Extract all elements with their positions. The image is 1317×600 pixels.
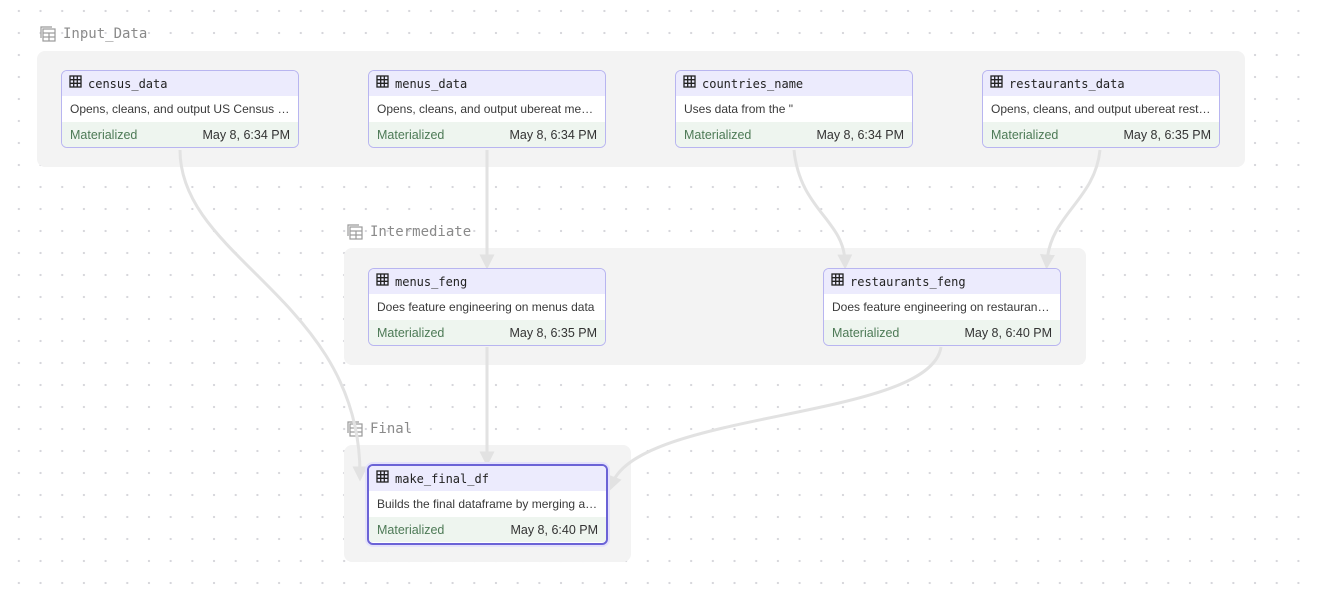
node-title: restaurants_data (1009, 76, 1125, 91)
status-label: Materialized (684, 127, 752, 142)
asset-group-icon (346, 223, 364, 241)
timestamp[interactable]: May 8, 6:40 PM (510, 522, 598, 537)
node-footer: Materialized May 8, 6:40 PM (824, 320, 1060, 345)
node-header: menus_feng (369, 269, 605, 294)
node-title: make_final_df (395, 471, 489, 486)
timestamp[interactable]: May 8, 6:35 PM (509, 325, 597, 340)
status-label: Materialized (377, 522, 445, 537)
edge-census-to-final (178, 149, 368, 482)
edge-countries-to-restaurants-feng (792, 149, 853, 270)
node-title: menus_data (395, 76, 468, 91)
node-footer: Materialized May 8, 6:34 PM (62, 122, 298, 147)
node-header: census_data (62, 71, 298, 96)
group-label-intermediate[interactable]: Intermediate (346, 223, 471, 241)
asset-node-menus-feng[interactable]: menus_feng Does feature engineering on m… (368, 268, 606, 346)
asset-node-make-final-df[interactable]: make_final_df Builds the final dataframe… (367, 464, 608, 545)
timestamp[interactable]: May 8, 6:34 PM (816, 127, 904, 142)
node-description: Does feature engineering on menus data (377, 300, 595, 314)
node-title: menus_feng (395, 274, 468, 289)
edge-restaurants-data-to-restaurants-feng (1040, 149, 1102, 270)
status-label: Materialized (991, 127, 1059, 142)
node-header: menus_data (369, 71, 605, 96)
table-icon (376, 469, 389, 488)
node-description: Opens, cleans, and output ubereat restau… (991, 102, 1219, 116)
asset-node-menus-data[interactable]: menus_data Opens, cleans, and output ube… (368, 70, 606, 148)
node-footer: Materialized May 8, 6:35 PM (983, 122, 1219, 147)
node-header: countries_name (676, 71, 912, 96)
node-footer: Materialized May 8, 6:35 PM (369, 320, 605, 345)
table-icon (990, 74, 1003, 93)
status-label: Materialized (70, 127, 138, 142)
timestamp[interactable]: May 8, 6:34 PM (509, 127, 597, 142)
node-description: Builds the final dataframe by merging al… (377, 497, 606, 511)
asset-node-restaurants-data[interactable]: restaurants_data Opens, cleans, and outp… (982, 70, 1220, 148)
table-icon (376, 272, 389, 291)
node-description: Does feature engineering on restaurants … (832, 300, 1060, 314)
node-description: Opens, cleans, and output US Census data (70, 102, 298, 116)
group-label-input-data[interactable]: Input_Data (39, 25, 147, 43)
node-header: restaurants_feng (824, 269, 1060, 294)
node-header: restaurants_data (983, 71, 1219, 96)
node-title: census_data (88, 76, 168, 91)
node-description: Uses data from the " (684, 102, 793, 116)
node-footer: Materialized May 8, 6:34 PM (676, 122, 912, 147)
node-footer: Materialized May 8, 6:40 PM (369, 517, 606, 542)
timestamp[interactable]: May 8, 6:40 PM (964, 325, 1052, 340)
table-icon (683, 74, 696, 93)
asset-node-restaurants-feng[interactable]: restaurants_feng Does feature engineerin… (823, 268, 1061, 346)
node-title: restaurants_feng (850, 274, 966, 289)
node-header: make_final_df (369, 466, 606, 491)
status-label: Materialized (377, 127, 445, 142)
group-label-text: Final (370, 421, 413, 437)
asset-node-census-data[interactable]: census_data Opens, cleans, and output US… (61, 70, 299, 148)
status-label: Materialized (377, 325, 445, 340)
timestamp[interactable]: May 8, 6:35 PM (1123, 127, 1211, 142)
asset-node-countries-name[interactable]: countries_name Uses data from the " Mate… (675, 70, 913, 148)
node-footer: Materialized May 8, 6:34 PM (369, 122, 605, 147)
group-label-text: Input_Data (63, 26, 148, 42)
node-title: countries_name (702, 76, 804, 91)
table-icon (69, 74, 82, 93)
asset-group-icon (39, 25, 57, 43)
edge-restaurants-feng-to-final (607, 346, 943, 492)
group-label-text: Intermediate (370, 224, 472, 240)
timestamp[interactable]: May 8, 6:34 PM (202, 127, 290, 142)
table-icon (376, 74, 389, 93)
table-icon (831, 272, 844, 291)
node-description: Opens, cleans, and output ubereat menus … (377, 102, 605, 116)
status-label: Materialized (832, 325, 900, 340)
